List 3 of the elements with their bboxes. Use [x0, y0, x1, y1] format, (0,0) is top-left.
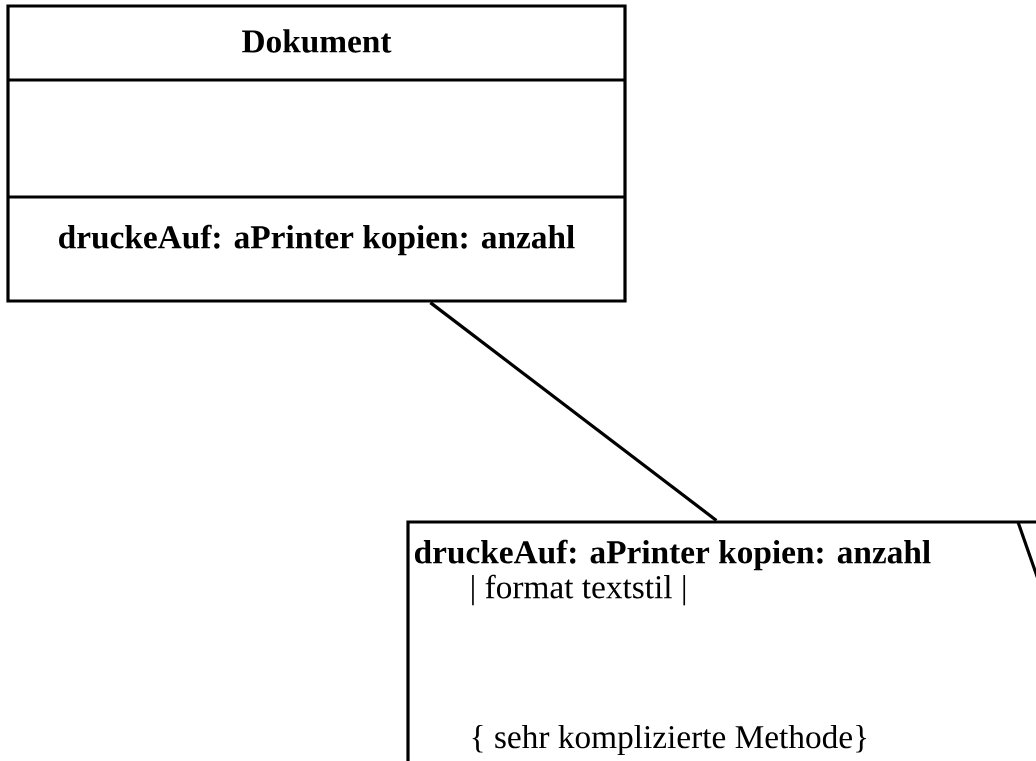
class-box: Dokument druckeAuf: aPrinter kopien: anzahl: [6, 4, 627, 303]
note-box: druckeAuf: aPrinter kopien: anzahl | format textstil | { sehr komplizierte Methode}: [406, 520, 1036, 761]
connector-line: [429, 301, 718, 522]
